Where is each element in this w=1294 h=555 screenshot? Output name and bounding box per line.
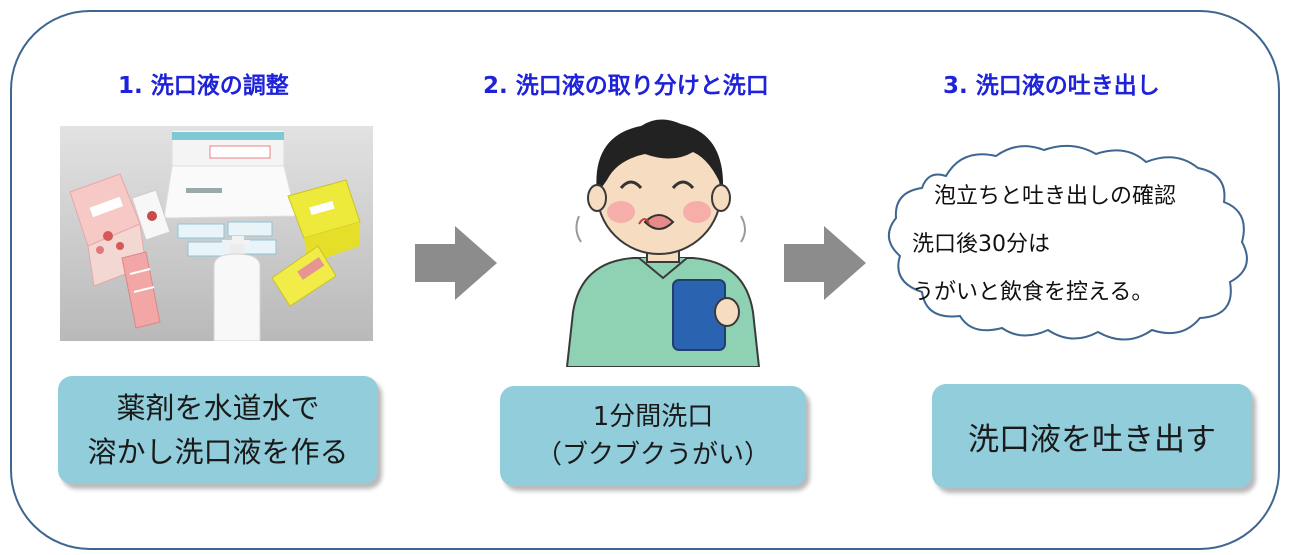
mouthwash-kit-photo (60, 126, 373, 341)
cloud-line-2: 洗口後30分は (912, 232, 1050, 257)
step-3-caption: 洗口液を吐き出す (932, 384, 1252, 488)
step-2-caption: 1分間洗口 （ブクブクうがい） (500, 386, 806, 486)
boy-rinsing-illustration (565, 119, 761, 367)
cloud-line-3: うがいと飲食を控える。 (912, 280, 1154, 305)
step-1-caption: 薬剤を水道水で 溶かし洗口液を作る (58, 376, 378, 484)
thought-cloud: 泡立ちと吐き出しの確認 洗口後30分は うがいと飲食を控える。 (876, 140, 1256, 350)
right-arrow-icon (415, 226, 497, 300)
right-arrow-icon (784, 226, 866, 300)
step-2-caption-line-1: 1分間洗口 (592, 402, 714, 432)
step-3-title: 3. 洗口液の吐き出し (943, 73, 1160, 99)
step-2-title: 2. 洗口液の取り分けと洗口 (483, 73, 769, 99)
cloud-line-1: 泡立ちと吐き出しの確認 (934, 184, 1177, 209)
step-1-title: 1. 洗口液の調整 (118, 73, 289, 99)
step-3-caption-line-1: 洗口液を吐き出す (968, 421, 1216, 458)
step-2-caption-line-2: （ブクブクうがい） (535, 440, 770, 470)
rounded-frame (10, 10, 1280, 550)
step-1-caption-line-1: 薬剤を水道水で (116, 391, 320, 425)
step-1-caption-line-2: 溶かし洗口液を作る (87, 435, 349, 469)
